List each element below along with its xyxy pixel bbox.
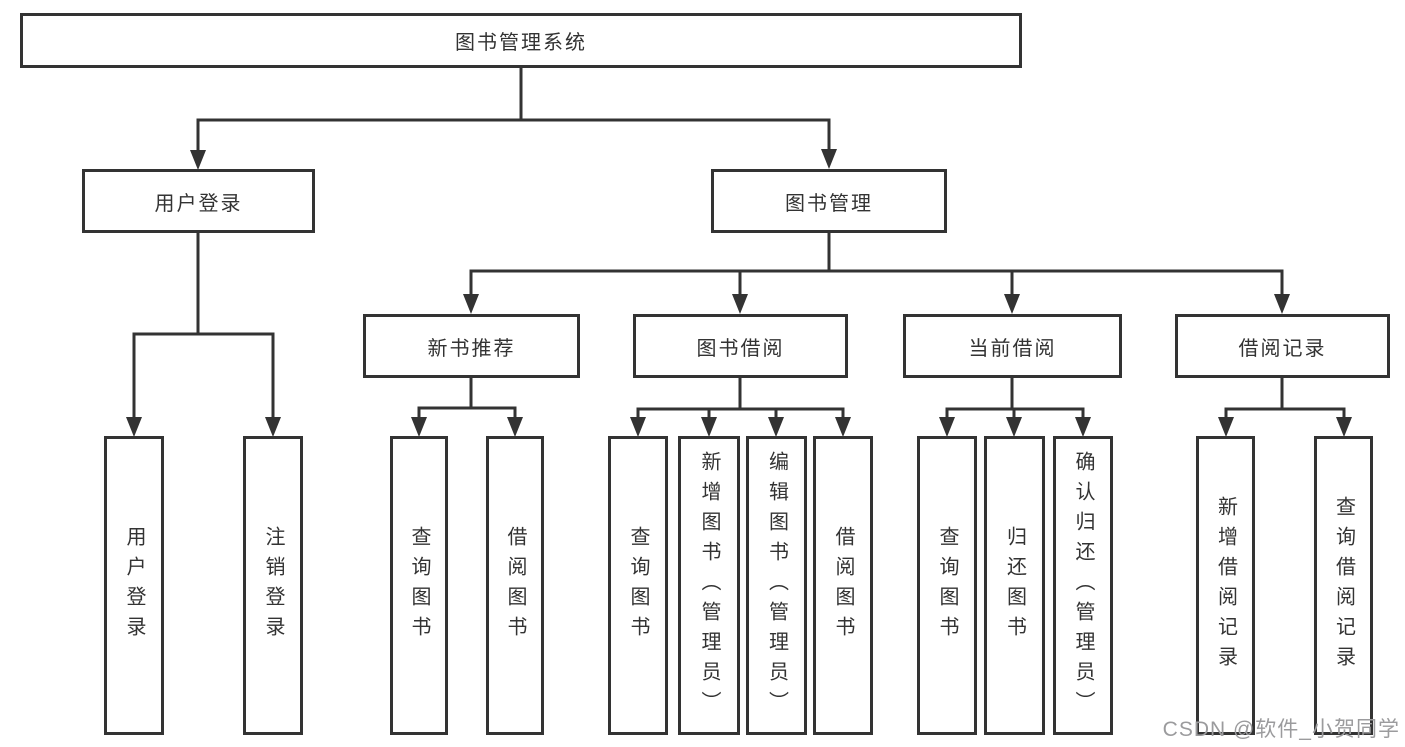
leaf-current-query-book-label: 查询图书 [936,525,958,646]
leaf-return-book-label: 归还图书 [1003,525,1026,646]
leaf-add-borrow-record-label: 新增借阅记录 [1214,495,1237,676]
node-book-management: 图书管理 [711,169,947,233]
leaf-user-login-label: 用户登录 [123,525,145,646]
leaf-borrow-book: 借阅图书 [813,436,873,735]
leaf-confirm-return-admin: 确认归还（管理员） [1053,436,1113,735]
leaf-return-book: 归还图书 [984,436,1045,735]
leaf-logout: 注销登录 [243,436,303,735]
leaf-newbook-borrow-book-label: 借阅图书 [504,525,526,646]
leaf-add-book-admin: 新增图书（管理员） [678,436,740,735]
node-borrow-record-label: 借阅记录 [1238,337,1327,360]
leaf-query-borrow-record: 查询借阅记录 [1314,436,1373,735]
leaf-add-borrow-record: 新增借阅记录 [1196,436,1255,735]
node-current-borrow: 当前借阅 [903,314,1122,378]
node-borrow-record: 借阅记录 [1175,314,1390,378]
node-user-login-label: 用户登录 [154,192,243,215]
leaf-user-login: 用户登录 [104,436,164,735]
node-user-login: 用户登录 [82,169,315,233]
leaf-query-borrow-record-label: 查询借阅记录 [1332,495,1355,676]
csdn-watermark: CSDN @软件_小贺同学 [1162,718,1400,741]
node-book-borrow-label: 图书借阅 [696,337,785,360]
leaf-newbook-query-book: 查询图书 [390,436,448,735]
node-new-book-recommend: 新书推荐 [363,314,580,378]
leaf-newbook-borrow-book: 借阅图书 [486,436,544,735]
node-root-label: 图书管理系统 [455,32,587,54]
leaf-confirm-return-admin-label: 确认归还（管理员） [1072,450,1094,721]
node-new-book-recommend-label: 新书推荐 [427,337,516,360]
leaf-borrow-query-book: 查询图书 [608,436,668,735]
leaf-edit-book-admin-label: 编辑图书（管理员） [765,450,788,721]
leaf-logout-label: 注销登录 [262,525,284,646]
node-current-borrow-label: 当前借阅 [968,337,1057,360]
leaf-newbook-query-book-label: 查询图书 [408,525,430,646]
node-root: 图书管理系统 [20,13,1022,68]
leaf-borrow-book-label: 借阅图书 [832,525,854,646]
node-book-borrow: 图书借阅 [633,314,848,378]
leaf-borrow-query-book-label: 查询图书 [627,525,649,646]
leaf-current-query-book: 查询图书 [917,436,977,735]
leaf-edit-book-admin: 编辑图书（管理员） [746,436,807,735]
node-book-management-label: 图书管理 [785,192,873,215]
leaf-add-book-admin-label: 新增图书（管理员） [698,450,720,721]
